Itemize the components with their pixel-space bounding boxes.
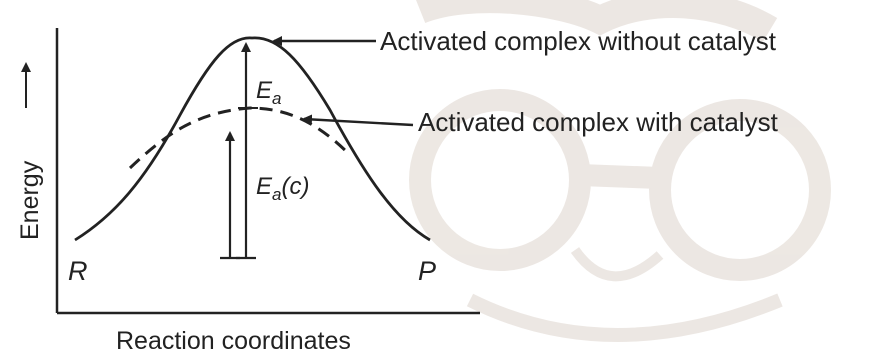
annotation-with-catalyst: Activated complex with catalyst: [418, 107, 779, 137]
x-axis-label: Reaction coordinates: [116, 327, 351, 355]
arrow-with-catalyst: [302, 114, 414, 127]
curve-without-catalyst: [74, 36, 431, 242]
ea-c-arrow: [220, 131, 240, 260]
ea-label: Ea: [256, 77, 281, 108]
reactant-label: R: [68, 256, 88, 286]
annotation-without-catalyst: Activated complex without catalyst: [380, 26, 777, 56]
product-label: P: [418, 256, 436, 286]
y-axis-label: Energy: [16, 160, 44, 240]
ea-c-label: Ea(c): [256, 173, 309, 204]
curve-with-catalyst: [128, 106, 352, 170]
watermark-face-icon: [409, 0, 831, 342]
ea-arrow: [236, 42, 256, 260]
